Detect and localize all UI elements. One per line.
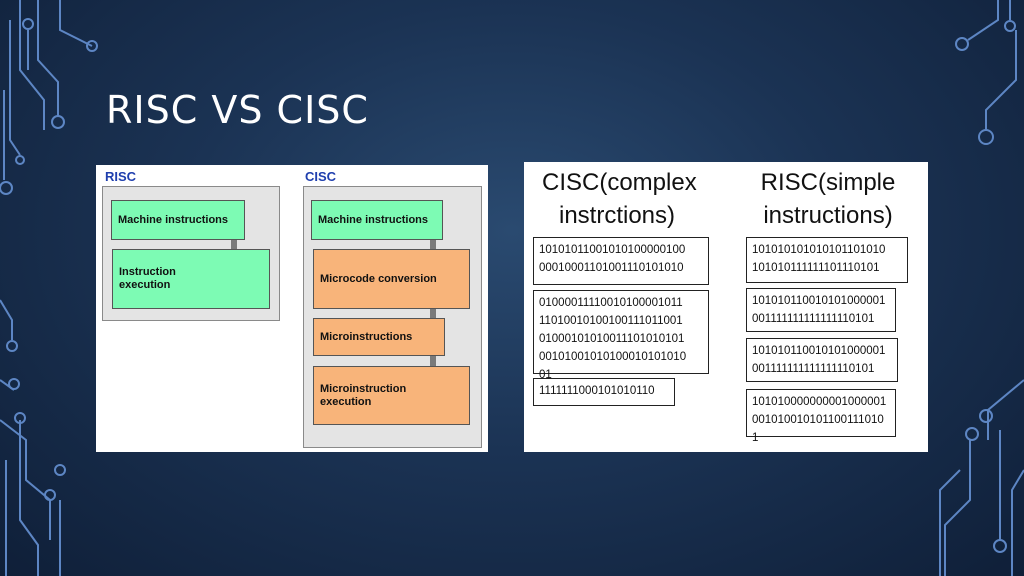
cisc-instruction-block: 10101011001010100000100 0001000110100111… xyxy=(533,237,709,285)
cisc-instruction-block: 01000011110010100001011 1101001010010011… xyxy=(533,290,709,381)
risc-stage-machine-instructions: Machine instructions xyxy=(111,200,245,240)
cisc-stage-microcode-conversion: Microcode conversion xyxy=(313,249,470,309)
cisc-heading: CISC(complex instrctions) xyxy=(542,169,697,229)
risc-instruction-block: 101010110010101000001 001111111111111110… xyxy=(746,338,898,382)
cisc-instruction-block: 1111111000101010110 xyxy=(533,378,675,406)
pipeline-diagram-image: RISC Machine instructions Instruction ex… xyxy=(96,165,488,452)
risc-instruction-block: 101010110010101000001 001111111111111110… xyxy=(746,288,896,332)
risc-instruction-block: 101010000000001000001 001010010101100111… xyxy=(746,389,896,444)
cisc-stage-microinstructions: Microinstructions xyxy=(313,318,445,356)
instruction-comparison-image: CISC(complex instrctions) RISC(simple in… xyxy=(524,162,928,452)
cisc-stage-microinstruction-execution: Microinstruction execution xyxy=(313,366,470,425)
risc-instruction-block: 101010101010101101010 101010111111101110… xyxy=(746,237,908,283)
cisc-stage-machine-instructions: Machine instructions xyxy=(311,200,443,240)
slide-title: RISC VS CISC xyxy=(106,88,369,132)
risc-label: RISC xyxy=(105,169,137,184)
risc-heading: RISC(simple instructions) xyxy=(760,169,896,229)
risc-stage-instruction-execution: Instruction execution xyxy=(112,249,270,309)
cisc-label: CISC xyxy=(305,169,337,184)
